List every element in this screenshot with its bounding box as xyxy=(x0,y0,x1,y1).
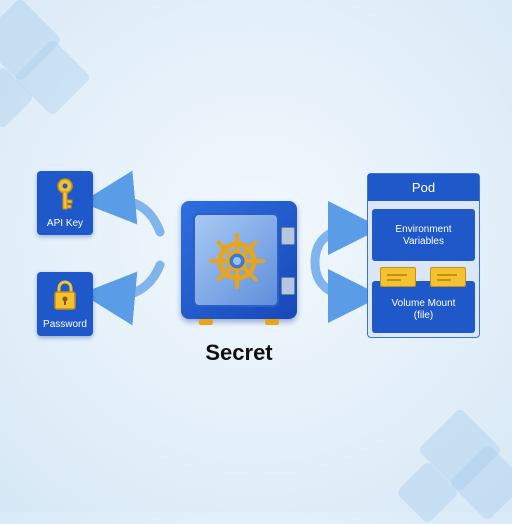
safe-hinge-bottom xyxy=(281,277,295,295)
volume-chip-icon xyxy=(430,267,466,287)
env-variables-box: Environment Variables xyxy=(372,209,475,261)
env-chip-icon xyxy=(380,267,416,287)
api-key-tile: API Key xyxy=(37,171,93,235)
safe-hinge-top xyxy=(281,227,295,245)
env-line1: Environment xyxy=(395,224,452,235)
arrow-secret-to-apikey xyxy=(81,170,165,237)
pod-container: Pod Environment Variables Volume Mount (… xyxy=(367,173,480,338)
secret-label: Secret xyxy=(205,340,273,365)
arrow-secret-to-env xyxy=(310,201,382,267)
arrow-secret-to-password xyxy=(81,260,165,326)
api-key-label: API Key xyxy=(46,218,84,229)
env-line2: Variables xyxy=(403,236,444,247)
flow-arrows xyxy=(81,170,382,326)
safe-icon xyxy=(181,201,297,325)
volume-line1: Volume Mount xyxy=(391,298,456,309)
arrow-secret-to-volume xyxy=(310,257,382,323)
wheel-icon xyxy=(209,233,265,289)
password-tile: Password xyxy=(37,272,93,336)
safe-door xyxy=(193,213,279,307)
key-icon xyxy=(37,177,93,216)
volume-mount-box: Volume Mount (file) xyxy=(372,281,475,333)
volume-line2: (file) xyxy=(413,310,434,321)
password-label: Password xyxy=(43,319,87,330)
pod-title: Pod xyxy=(368,174,479,201)
safe-foot-left xyxy=(199,319,213,325)
safe-foot-right xyxy=(265,319,279,325)
padlock-icon xyxy=(37,278,93,317)
